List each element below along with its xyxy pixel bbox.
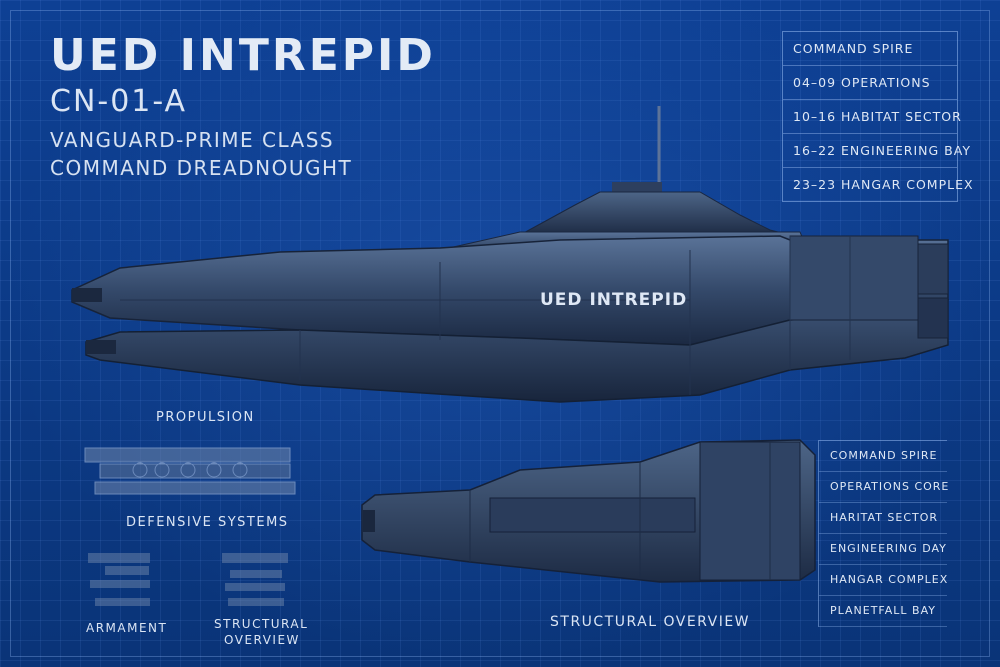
section-item: COMMAND SPIRE <box>819 441 947 472</box>
ship-type: COMMAND DREADNOUGHT <box>50 156 353 180</box>
hull-marking: UED INTREPID <box>540 290 687 310</box>
deck-row: 10–16 HABITAT SECTOR <box>783 100 961 134</box>
ship-name: UED INTREPID <box>50 30 436 81</box>
section-item: PLANETFALL BAY <box>819 596 947 627</box>
section-item: OPERATIONS CORE <box>819 472 948 503</box>
section-item: ENGINEERING DAY <box>819 534 947 565</box>
armament-label: ARMAMENT <box>86 621 168 635</box>
section-item: HANGAR COMPLEX <box>819 565 947 596</box>
deck-table: COMMAND SPIRE 04–09 OPERATIONS 10–16 HAB… <box>782 31 974 202</box>
ship-registry: CN-01-A <box>50 84 188 119</box>
deck-row: 16–22 ENGINEERING BAY <box>783 134 970 168</box>
armament-schematic <box>88 553 150 606</box>
ship-class: VANGUARD-PRIME CLASS <box>50 128 335 152</box>
main-ship-side-view: UED INTREPID <box>71 106 949 403</box>
defensive-systems-label: DEFENSIVE SYSTEMS <box>126 515 289 530</box>
title-block: UED INTREPID CN-01-A VANGUARD-PRIME CLAS… <box>50 30 436 182</box>
structural-overview-label: STRUCTURAL OVERVIEW <box>550 614 751 630</box>
blueprint-frame <box>10 10 990 657</box>
structural-small-schematic <box>222 553 288 606</box>
propulsion-label: PROPULSION <box>156 410 255 425</box>
structural-label-line1: STRUCTURAL <box>214 617 309 631</box>
deck-row: 04–09 OPERATIONS <box>783 66 957 100</box>
structural-overview-ship <box>361 439 816 583</box>
deck-row: 23–23 HANGAR COMPLEX <box>793 177 974 192</box>
deck-row: COMMAND SPIRE <box>783 32 957 66</box>
propulsion-schematic <box>84 447 296 495</box>
structural-label-line2: OVERVIEW <box>224 633 300 647</box>
section-item: HARITAT SECTOR <box>819 503 947 534</box>
section-list: COMMAND SPIRE OPERATIONS CORE HARITAT SE… <box>818 440 948 627</box>
